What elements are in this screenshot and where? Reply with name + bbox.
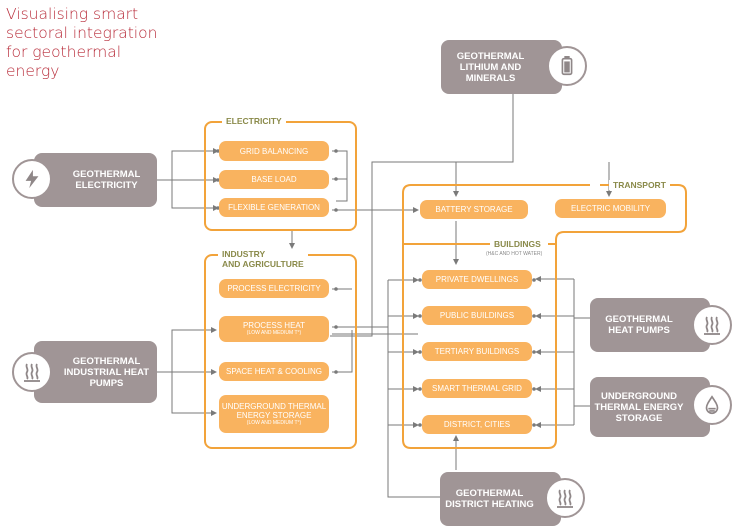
process-electricity-pill: PROCESS ELECTRICITY <box>219 279 329 298</box>
water-drop-icon <box>692 385 732 425</box>
geothermal-heat-pumps-label: GEOTHERMAL HEAT PUMPS <box>605 314 673 336</box>
electricity-title: ELECTRICITY <box>222 116 286 126</box>
geothermal-electricity-label: GEOTHERMAL ELECTRICITY <box>72 169 141 191</box>
electric-mobility-pill: ELECTRIC MOBILITY <box>555 199 666 218</box>
geothermal-industrial-heat-pumps-box: GEOTHERMAL INDUSTRIAL HEAT PUMPS <box>34 341 157 403</box>
industry-title: INDUSTRY AND AGRICULTURE <box>218 249 308 269</box>
lightning-icon <box>12 159 52 199</box>
geothermal-lithium-label: GEOTHERMAL LITHIUM AND MINERALS <box>456 50 525 84</box>
process-heat-pill: PROCESS HEAT(LOW AND MEDIUM T°) <box>219 316 329 342</box>
base-load-pill: BASE LOAD <box>219 170 329 189</box>
district-cities-pill: DISTRICT, CITIES <box>422 415 532 434</box>
battery-storage-pill: BATTERY STORAGE <box>420 200 528 219</box>
page-title: Visualising smart sectoral integration f… <box>6 5 158 80</box>
buildings-title: BUILDINGS <box>490 239 545 249</box>
battery-icon <box>547 46 587 86</box>
smart-thermal-grid-pill: SMART THERMAL GRID <box>422 379 532 398</box>
underground-thermal-storage-pill: UNDERGROUND THERMAL ENERGY STORAGE(LOW A… <box>219 395 329 433</box>
tertiary-buildings-pill: TERTIARY BUILDINGS <box>422 342 532 361</box>
private-dwellings-pill: PRIVATE DWELLINGS <box>422 270 532 289</box>
flexible-generation-pill: FLEXIBLE GENERATION <box>219 198 329 217</box>
underground-thermal-energy-storage-label: UNDERGROUND THERMAL ENERGY STORAGE <box>594 390 684 424</box>
public-buildings-pill: PUBLIC BUILDINGS <box>422 306 532 325</box>
geothermal-district-heating-box: GEOTHERMAL DISTRICT HEATING <box>440 472 561 526</box>
transport-title: TRANSPORT <box>609 180 670 190</box>
grid-balancing-pill: GRID BALANCING <box>219 141 329 161</box>
geothermal-district-heating-label: GEOTHERMAL DISTRICT HEATING <box>445 488 534 510</box>
geothermal-electricity-box: GEOTHERMAL ELECTRICITY <box>34 153 157 207</box>
geothermal-industrial-heat-pumps-label: GEOTHERMAL INDUSTRIAL HEAT PUMPS <box>63 355 150 389</box>
space-heat-cooling-pill: SPACE HEAT & COOLING <box>219 362 329 381</box>
heat-waves-icon <box>545 478 585 518</box>
heat-waves-icon <box>692 305 732 345</box>
heat-waves-icon <box>12 352 52 392</box>
buildings-note: (H&C AND HOT WATER) <box>486 251 543 257</box>
geothermal-lithium-box: GEOTHERMAL LITHIUM AND MINERALS <box>441 40 562 94</box>
